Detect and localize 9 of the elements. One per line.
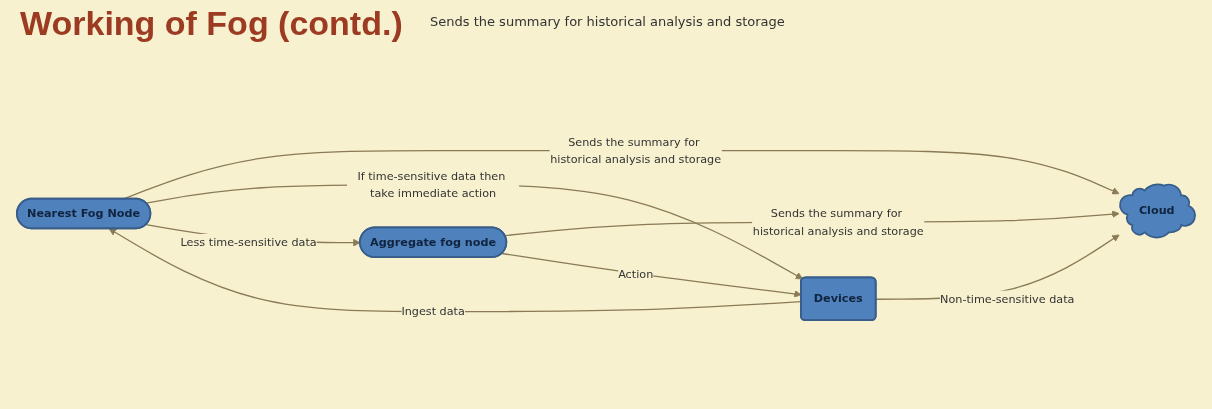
edge-label: Less time-sensitive data xyxy=(180,235,317,249)
edge-label: If time-sensitive data then take immediate action xyxy=(357,169,506,200)
edge-label: Sends the summary for historical analysis and storage xyxy=(752,207,924,237)
edge-label: Sends the summary for historical analysis and storage xyxy=(550,135,722,166)
note-text: Sends the summary for historical analysis and storage xyxy=(430,14,785,29)
edge-label: Action xyxy=(618,267,654,281)
title: Working of Fog (contd.) xyxy=(20,4,403,43)
edge-label: Ingest data xyxy=(401,304,465,318)
edge-label: Non-time-sensitive data xyxy=(940,292,1075,306)
